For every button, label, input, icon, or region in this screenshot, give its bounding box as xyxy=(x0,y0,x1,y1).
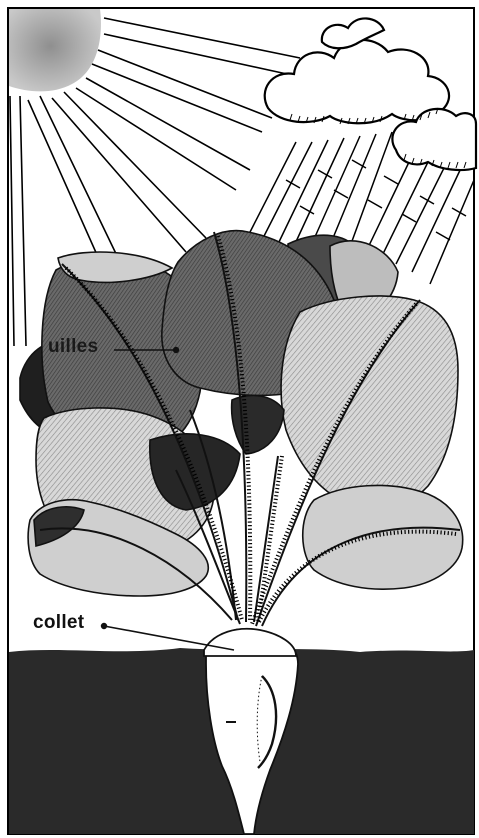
label-feuilles: uilles xyxy=(48,336,98,358)
label-collet: collet xyxy=(33,612,84,634)
